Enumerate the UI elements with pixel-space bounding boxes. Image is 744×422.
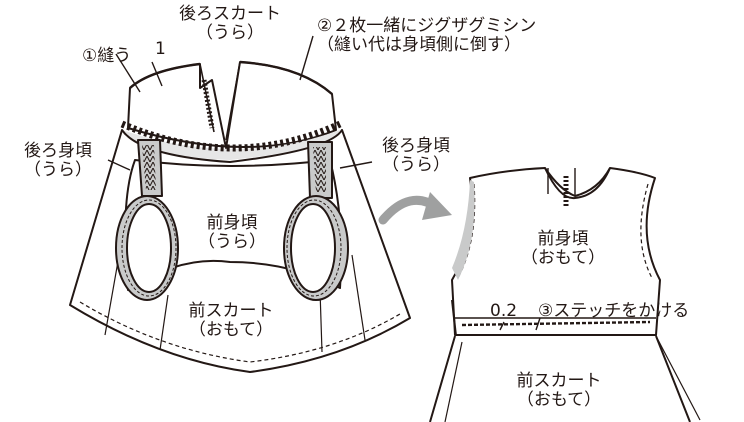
- zigzag-waist-seam: [120, 120, 342, 152]
- label-front-bodice-inside: 前身頃 （うら）: [198, 213, 266, 252]
- label-seam-allowance-1: 1: [155, 39, 166, 59]
- label-stitch-width: 0.2: [490, 301, 518, 321]
- front-skirt-outside: [429, 335, 691, 422]
- label-step1-sew: ①縫う: [82, 46, 132, 66]
- finished-dress-illustration: [429, 167, 701, 422]
- label-step3-topstitch: ③ステッチをかける: [538, 301, 690, 321]
- label-front-skirt-right: 前スカート （おもて）: [516, 371, 602, 410]
- inside-out-dress-illustration: [69, 35, 411, 373]
- topstitch-line: [461, 320, 651, 327]
- label-step2-zigzag: ②２枚一緒にジグザグミシン （縫い代は身頃側に倒す）: [317, 16, 537, 55]
- label-back-bodice-right: 後ろ身頃 （うら）: [382, 136, 450, 175]
- label-front-bodice-outside: 前身頃 （おもて）: [520, 229, 606, 268]
- label-back-bodice-left: 後ろ身頃 （うら）: [24, 141, 92, 180]
- label-front-skirt-left: 前スカート （おもて）: [188, 301, 274, 340]
- label-back-skirt: 後ろスカート （うら）: [179, 4, 281, 43]
